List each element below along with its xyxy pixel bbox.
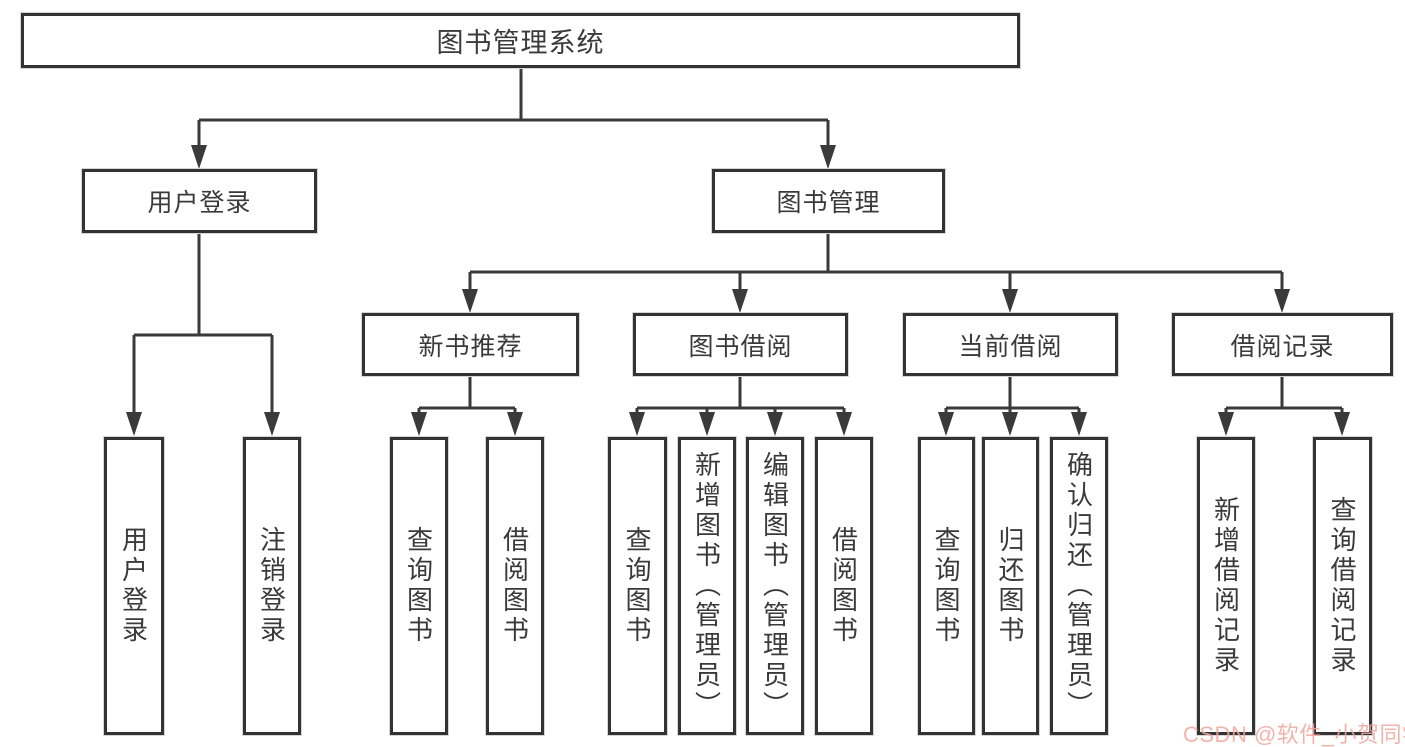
- connector-lines: [132, 68, 1344, 414]
- leaf-edit-books-admin: 编辑图书（管理员）: [746, 437, 804, 735]
- node-label: 查询图书: [622, 526, 652, 646]
- node-current-borrowing: 当前借阅: [903, 313, 1118, 376]
- node-label: 归还图书: [995, 526, 1025, 646]
- leaf-query-books-1: 查询图书: [390, 437, 448, 735]
- node-new-book-recommend: 新书推荐: [362, 313, 579, 376]
- node-label: 借阅图书: [499, 526, 530, 646]
- node-book-borrowing: 图书借阅: [633, 313, 848, 376]
- leaf-logout: 注销登录: [243, 437, 301, 735]
- leaf-query-books-2: 查询图书: [608, 437, 667, 735]
- node-label: 图书管理: [776, 189, 881, 217]
- node-library-management-system: 图书管理系统: [21, 13, 1020, 68]
- node-book-management: 图书管理: [712, 169, 945, 233]
- node-label: 新书推荐: [418, 332, 523, 361]
- arrowheads: [126, 145, 1350, 436]
- leaf-add-borrow-record: 新增借阅记录: [1197, 437, 1255, 735]
- node-label: 用户登录: [147, 189, 252, 217]
- node-label: 查询图书: [403, 526, 434, 646]
- leaf-query-borrow-record: 查询借阅记录: [1313, 437, 1372, 735]
- node-label: 新增图书（管理员）: [691, 451, 722, 721]
- node-borrowing-records: 借阅记录: [1172, 313, 1393, 376]
- node-label: 查询图书: [931, 526, 961, 646]
- node-label: 确认归还（管理员）: [1063, 451, 1094, 721]
- node-label: 注销登录: [256, 526, 287, 646]
- leaf-confirm-return-admin: 确认归还（管理员）: [1050, 437, 1108, 735]
- node-label: 编辑图书（管理员）: [759, 451, 790, 721]
- node-label: 新增借阅记录: [1210, 496, 1241, 676]
- leaf-return-books: 归还图书: [982, 437, 1039, 735]
- node-user-login: 用户登录: [82, 169, 317, 233]
- node-label: 当前借阅: [958, 332, 1063, 361]
- leaf-query-books-3: 查询图书: [918, 437, 975, 735]
- node-label: 用户登录: [118, 526, 149, 646]
- node-label: 借阅记录: [1230, 332, 1335, 361]
- leaf-borrow-books-2: 借阅图书: [815, 437, 873, 735]
- leaf-user-login: 用户登录: [104, 437, 164, 735]
- leaf-add-books-admin: 新增图书（管理员）: [678, 437, 736, 735]
- csdn-watermark: CSDN @软件_小贺同学: [1183, 722, 1405, 747]
- node-label: 图书借阅: [688, 332, 793, 361]
- node-label: 借阅图书: [828, 526, 859, 646]
- node-label: 查询借阅记录: [1327, 496, 1357, 676]
- node-label: 图书管理系统: [436, 28, 605, 58]
- leaf-borrow-books-1: 借阅图书: [486, 437, 544, 735]
